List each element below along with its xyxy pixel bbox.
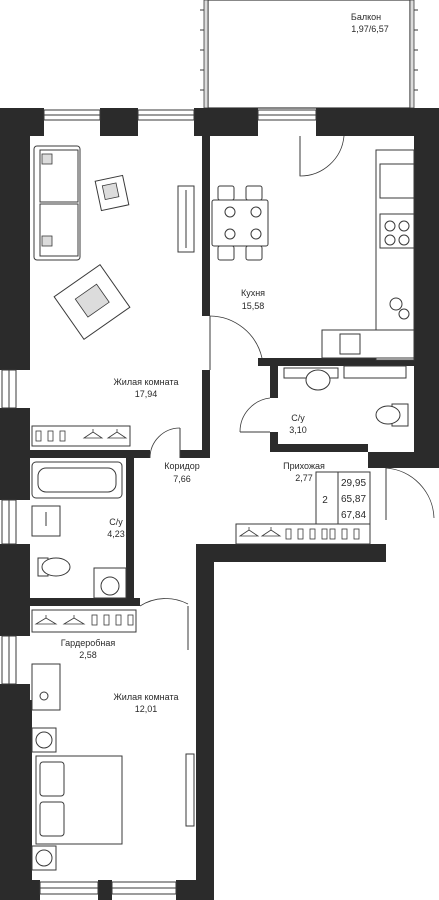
living-area-value: 29,95 [341, 478, 366, 489]
corridor-area: 7,66 [173, 474, 191, 484]
windows [1, 109, 317, 895]
wardrobe-area: 2,58 [79, 650, 97, 660]
hanger-icon [34, 615, 58, 625]
hanger-icon [62, 615, 86, 625]
hook-icon [115, 614, 122, 626]
hanger-icon [106, 429, 128, 439]
hook-icon [35, 430, 42, 442]
living-1-name: Жилая комната [113, 377, 178, 387]
hook-icon [59, 430, 66, 442]
bathroom-1-furniture [283, 365, 409, 427]
hanger-icon [238, 527, 260, 537]
wardrobe-name: Гардеробная [61, 638, 116, 648]
balcony-area: 1,97/6,57 [351, 24, 389, 34]
hook-icon [297, 528, 304, 540]
outer-walls [0, 108, 439, 900]
hanger-icon [82, 429, 104, 439]
balcony [200, 0, 418, 109]
hook-icon [321, 528, 328, 540]
living-2-area: 12,01 [135, 704, 158, 714]
living-2-name: Жилая комната [113, 692, 178, 702]
interior-walls [28, 136, 414, 880]
kitchen-furniture [211, 149, 415, 361]
hook-icon [341, 528, 348, 540]
total-area-value: 65,87 [341, 494, 366, 505]
bathroom-2-furniture [31, 461, 127, 599]
corridor-name: Коридор [164, 461, 200, 471]
living-1-area: 17,94 [135, 389, 158, 399]
hook-icon [309, 528, 316, 540]
bathroom-2-name: С/у [109, 517, 123, 527]
room-labels: Балкон 1,97/6,57 Жилая комната 17,94 Кух… [61, 12, 389, 714]
hallway-area: 2,77 [295, 473, 313, 483]
hook-icon [47, 430, 54, 442]
area-summary: 2 29,95 65,87 67,84 [315, 471, 371, 525]
living-1-furniture [31, 145, 195, 447]
hook-icon [103, 614, 110, 626]
hallway-name: Прихожая [283, 461, 325, 471]
hook-icon [127, 614, 134, 626]
kitchen-name: Кухня [241, 288, 265, 298]
rooms-count: 2 [322, 495, 328, 506]
balcony-railing-ticks [200, 9, 418, 91]
hook-icon [285, 528, 292, 540]
hook-icon [353, 528, 360, 540]
bathroom-2-area: 4,23 [107, 529, 125, 539]
hook-icon [329, 528, 336, 540]
hook-icon [91, 614, 98, 626]
balcony-name: Балкон [351, 12, 381, 22]
total-area-with-balcony-value: 67,84 [341, 510, 366, 521]
kitchen-area: 15,58 [242, 301, 265, 311]
doors [139, 135, 435, 650]
bathroom-1-name: С/у [291, 413, 305, 423]
bathroom-1-area: 3,10 [289, 425, 307, 435]
hanger-icon [260, 527, 282, 537]
living-2-furniture [31, 609, 195, 871]
